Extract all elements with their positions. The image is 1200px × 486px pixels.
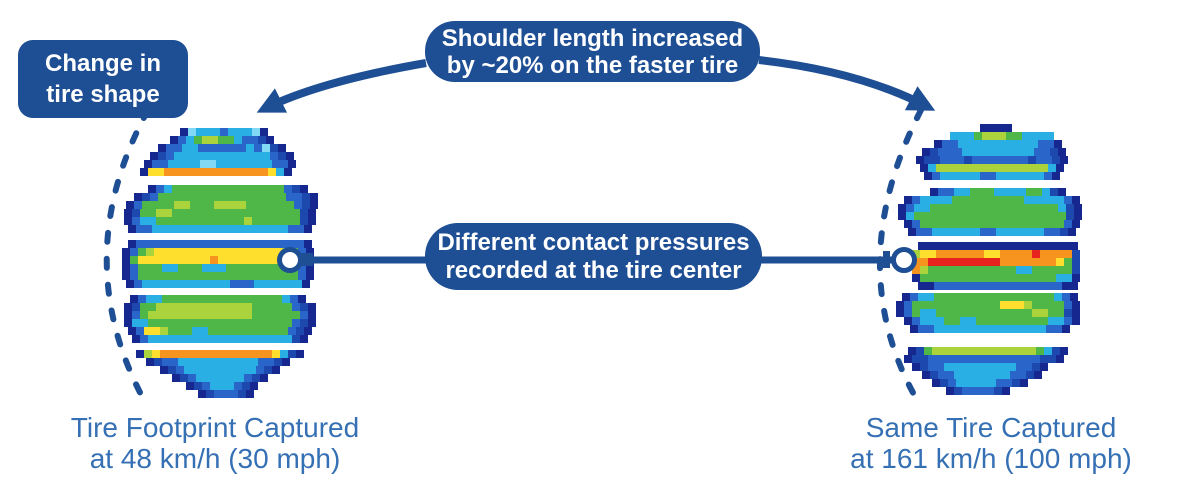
tire-pixel-row xyxy=(946,387,1010,395)
tire-pixel-row xyxy=(916,156,1068,164)
callout-line: Change in xyxy=(44,50,161,77)
left-tire-center-marker xyxy=(277,247,303,273)
caption-line: Same Tire Captured xyxy=(865,412,1117,443)
tire-pixel-row xyxy=(912,258,1080,266)
caption-line: at 161 km/h (100 mph) xyxy=(850,443,1132,474)
tire-pixel-row xyxy=(122,256,314,264)
tire-pixel-row xyxy=(898,212,1082,220)
tire-pixel-row xyxy=(930,188,1066,196)
tire-pixel-row xyxy=(924,172,1060,180)
tire-pixel-row xyxy=(144,160,296,168)
callout-line: Shoulder length increased xyxy=(441,24,744,52)
tire-pixel-row xyxy=(170,136,274,144)
tire-pixel-row xyxy=(122,272,314,280)
tire-pixel-row xyxy=(134,193,318,201)
tire-pixel-row xyxy=(186,382,258,390)
tire-pixel-row xyxy=(902,293,1078,301)
tire-pixel-row xyxy=(124,217,316,225)
tire-pixel-row xyxy=(950,132,1054,140)
callout-line: tire shape xyxy=(46,81,160,108)
tire-pixel-row xyxy=(148,185,308,193)
caption-line: Tire Footprint Captured xyxy=(70,412,360,443)
callout-line: by ~20% on the faster tire xyxy=(446,51,739,79)
tire-pixel-row xyxy=(912,274,1080,282)
right-tire-caption: Same Tire Captured at 161 km/h (100 mph) xyxy=(801,412,1181,474)
tire-pixel-row xyxy=(124,303,316,311)
tire-pixel-row xyxy=(124,311,316,319)
tire-pixel-row xyxy=(932,379,1028,387)
tire-pixel-row xyxy=(912,363,1048,371)
arrow-to-left-tire-icon xyxy=(256,59,427,113)
callout-line: Different contact pressures xyxy=(437,228,750,256)
tire-pixel-row xyxy=(918,242,1078,250)
tire-pixel-row xyxy=(918,282,1078,290)
shoulder-length-callout: Shoulder length increased by ~20% on the… xyxy=(425,21,760,82)
right-tire-center-marker xyxy=(891,247,917,273)
callout-line: recorded at the tire center xyxy=(445,256,742,284)
tire-pixel-row xyxy=(128,327,312,335)
tire-pixel-row xyxy=(126,201,318,209)
tire-pixel-row xyxy=(128,240,312,248)
tire-pixel-row xyxy=(908,228,1076,236)
tire-pixel-row xyxy=(920,164,1064,172)
tire-pixel-row xyxy=(124,319,316,327)
tire-pixel-row xyxy=(922,371,1042,379)
tire-pixel-row xyxy=(136,350,304,358)
caption-line: at 48 km/h (30 mph) xyxy=(89,443,341,474)
tire-pixel-row xyxy=(904,355,1064,363)
tire-pixel-row xyxy=(934,140,1062,148)
tire-pixel-row xyxy=(896,309,1080,317)
tire-pixel-row xyxy=(898,204,1082,212)
tire-pixel-row xyxy=(904,196,1080,204)
tire-pixel-row xyxy=(912,250,1080,258)
tire-pixel-row xyxy=(980,124,1012,132)
tire-pixel-row xyxy=(172,374,268,382)
tire-pixel-row xyxy=(122,264,314,272)
tire-pixel-row xyxy=(910,325,1070,333)
tire-pixel-row xyxy=(124,209,316,217)
tire-pixel-row xyxy=(158,144,286,152)
tire-pixel-row xyxy=(128,225,312,233)
contact-pressure-callout: Different contact pressures recorded at … xyxy=(425,223,762,290)
tire-pixel-row xyxy=(130,295,306,303)
tire-pixel-row xyxy=(198,390,254,398)
tire-pixel-row xyxy=(146,358,290,366)
tire-pixel-row xyxy=(150,152,294,160)
tire-pixel-row xyxy=(160,366,280,374)
tire-pixel-row xyxy=(912,266,1080,274)
tire-pixel-row xyxy=(904,317,1080,325)
tire-pixel-row xyxy=(180,128,268,136)
tire-pixel-row xyxy=(122,248,314,256)
tire-pixel-row xyxy=(140,168,292,176)
tire-pixel-row xyxy=(908,347,1068,355)
left-tire-shape-dashed-arc xyxy=(103,107,151,405)
left-tire-caption: Tire Footprint Captured at 48 km/h (30 m… xyxy=(25,412,405,474)
tire-pixel-row xyxy=(922,148,1066,156)
tire-pixel-row xyxy=(904,220,1080,228)
tire-pixel-row xyxy=(132,335,308,343)
tire-pixel-row xyxy=(126,280,310,288)
arrow-to-right-tire-icon xyxy=(758,56,936,111)
tire-pixel-row xyxy=(896,301,1080,309)
change-in-tire-shape-callout: Change in tire shape xyxy=(18,40,188,118)
